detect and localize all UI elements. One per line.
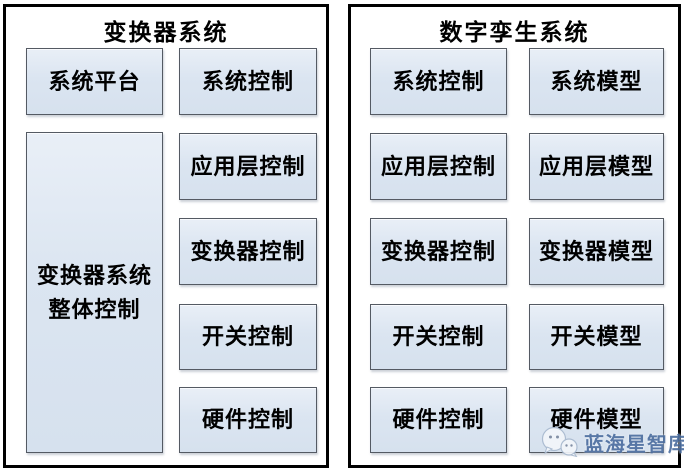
chat-bubbles-icon — [541, 427, 578, 457]
node-converter-system-overall-control: 变换器系统 整体控制 — [26, 132, 163, 453]
watermark-label: 蓝海星智库 — [584, 433, 684, 456]
node-system-control: 系统控制 — [179, 48, 317, 115]
node-switch-control: 开关控制 — [179, 304, 317, 370]
node-dt-system-control: 系统控制 — [370, 48, 507, 115]
node-label-line-2: 整体控制 — [48, 296, 141, 322]
node-dt-hardware-control: 硬件控制 — [370, 387, 507, 453]
node-converter-control: 变换器控制 — [179, 218, 317, 285]
panel-converter-system: 变换器系统 系统平台 系统控制 变换器系统 整体控制 应用层控制 变换器控制 开… — [3, 4, 329, 468]
node-overall-control-label: 变换器系统 整体控制 — [37, 259, 152, 327]
panel-converter-system-title: 变换器系统 — [103, 20, 229, 45]
node-dt-system-model: 系统模型 — [529, 48, 664, 115]
node-label-line-1: 变换器系统 — [36, 262, 152, 288]
panel-digital-twin-system-title: 数字孪生系统 — [439, 20, 590, 45]
node-dt-switch-control: 开关控制 — [370, 304, 507, 370]
node-dt-converter-control: 变换器控制 — [370, 218, 507, 285]
node-dt-switch-model: 开关模型 — [529, 304, 664, 370]
panel-digital-twin-system: 数字孪生系统 系统控制 系统模型 应用层控制 应用层模型 变换器控制 变换器模型… — [348, 4, 681, 468]
node-hardware-control: 硬件控制 — [179, 387, 317, 453]
node-dt-converter-model: 变换器模型 — [529, 218, 664, 285]
node-application-layer-control: 应用层控制 — [179, 133, 317, 200]
node-dt-application-layer-control: 应用层控制 — [370, 133, 507, 200]
node-dt-application-layer-model: 应用层模型 — [529, 133, 664, 200]
node-system-platform: 系统平台 — [26, 48, 163, 115]
watermark: 蓝海星智库 — [541, 427, 684, 457]
